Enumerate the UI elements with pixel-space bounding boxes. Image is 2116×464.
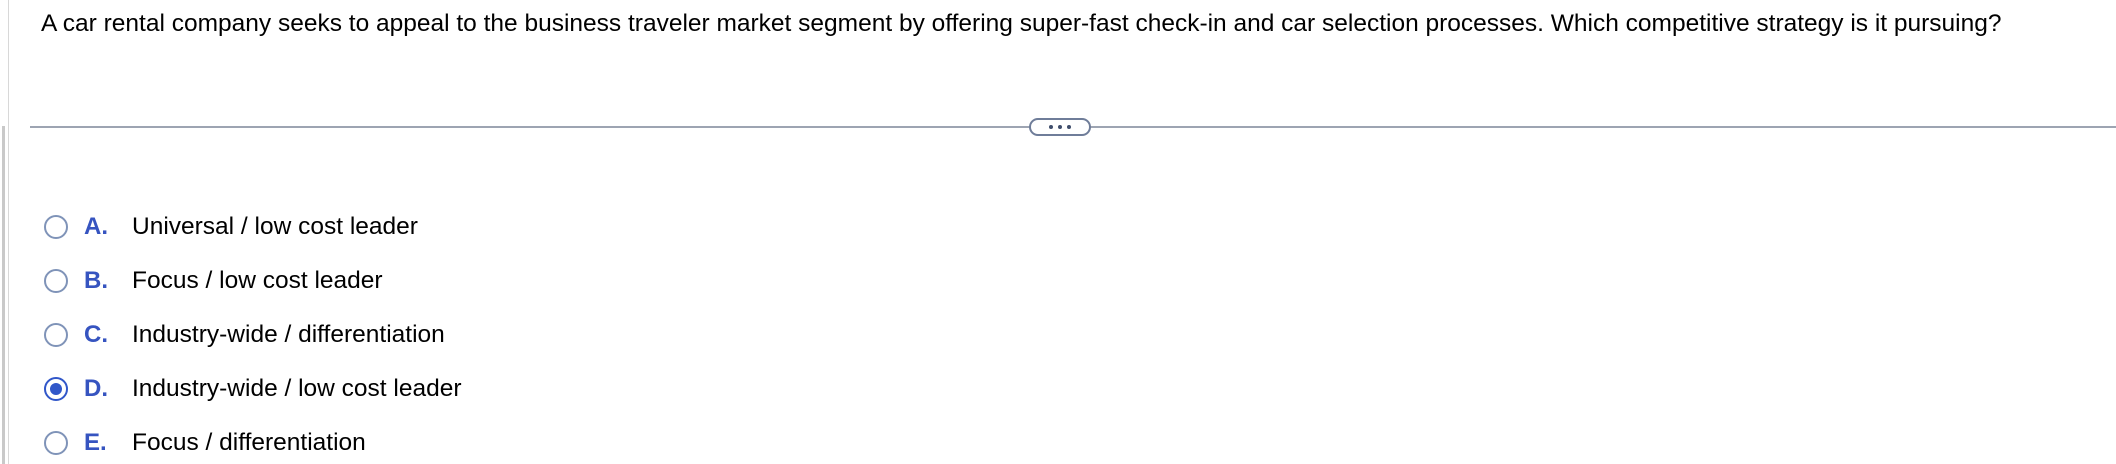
option-letter: E. (84, 429, 107, 456)
radio-button-icon[interactable] (44, 431, 68, 455)
radio-button-selected-icon[interactable] (44, 377, 68, 401)
radio-button-icon[interactable] (44, 215, 68, 239)
option-a[interactable]: A. Universal / low cost leader (44, 200, 462, 254)
radio-dot-icon (50, 383, 62, 395)
option-letter: D. (84, 375, 108, 402)
option-c[interactable]: C. Industry-wide / differentiation (44, 308, 462, 362)
option-d[interactable]: D. Industry-wide / low cost leader (44, 362, 462, 416)
option-label: Focus / low cost leader (132, 267, 383, 294)
option-letter: B. (84, 267, 108, 294)
left-border (8, 0, 9, 464)
ellipsis-dot-icon (1067, 125, 1071, 129)
ellipsis-dot-icon (1058, 125, 1062, 129)
scrollbar-edge (2, 126, 5, 464)
question-text: A car rental company seeks to appeal to … (41, 10, 2002, 37)
option-b[interactable]: B. Focus / low cost leader (44, 254, 462, 308)
option-letter: A. (84, 213, 108, 240)
option-label: Industry-wide / low cost leader (132, 375, 462, 402)
option-label: Focus / differentiation (132, 429, 366, 456)
option-letter: C. (84, 321, 108, 348)
answer-options: A. Universal / low cost leader B. Focus … (44, 200, 462, 464)
option-label: Industry-wide / differentiation (132, 321, 445, 348)
radio-button-icon[interactable] (44, 323, 68, 347)
radio-button-icon[interactable] (44, 269, 68, 293)
ellipsis-dot-icon (1049, 125, 1053, 129)
option-label: Universal / low cost leader (132, 213, 418, 240)
option-e[interactable]: E. Focus / differentiation (44, 416, 462, 464)
expand-more-button[interactable] (1029, 118, 1091, 136)
